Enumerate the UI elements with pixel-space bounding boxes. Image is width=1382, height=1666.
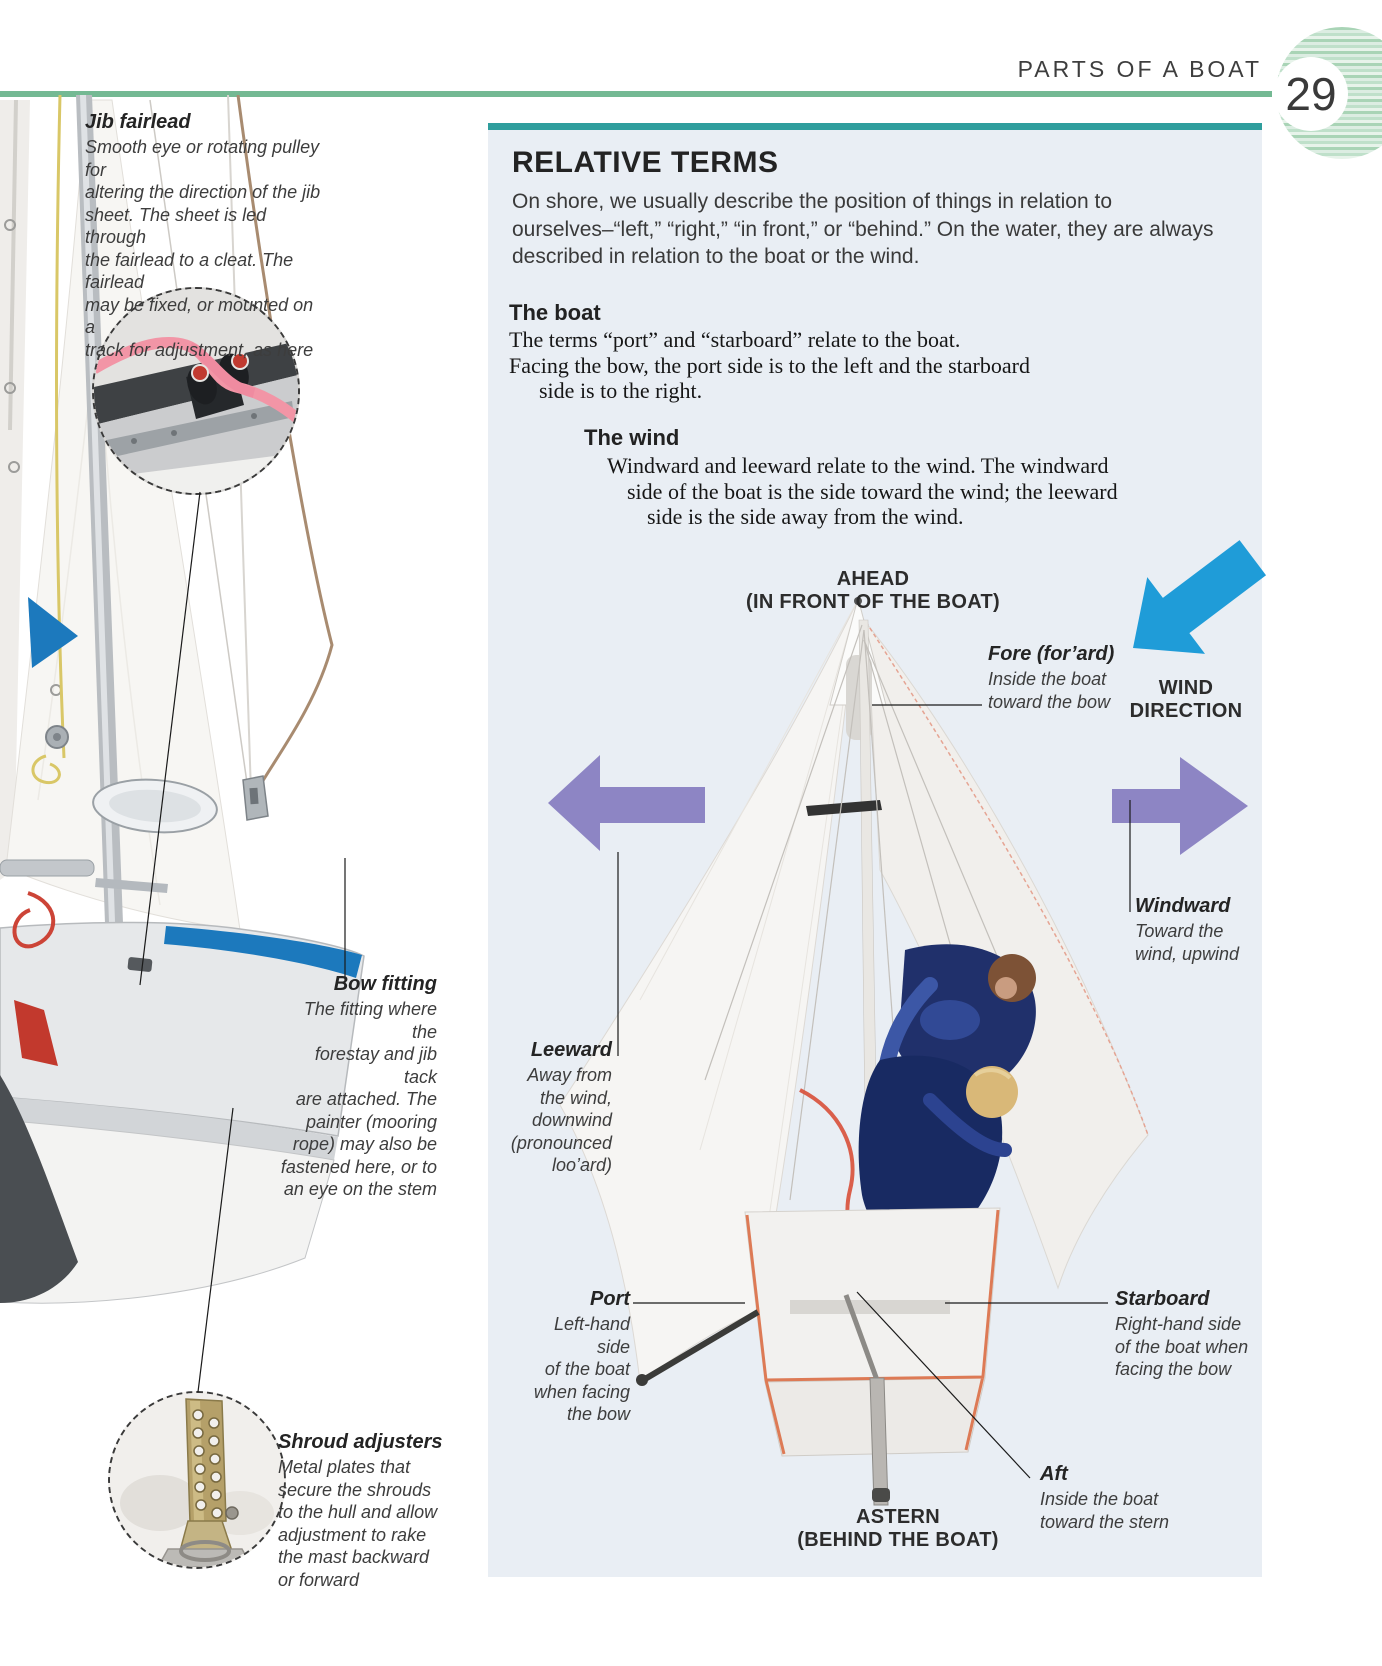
leeward-body: Away from the wind, downwind (pronounced… [510,1065,612,1175]
wind-paragraph: Windward and leeward relate to the wind.… [607,453,1118,530]
boat-paragraph: The terms “port” and “starboard” relate … [509,327,1030,404]
cockpit [744,1207,1001,1383]
hull-side [0,1119,335,1304]
shroud-adjuster-photo [108,1391,286,1569]
panel-title: RELATIVE TERMS [512,146,779,179]
wind-line: side is the side away from the wind. [647,504,964,529]
fore-title: Fore (for’ard) [988,643,1115,665]
boat-heading: The boat [509,300,601,325]
aft-title: Aft [1040,1463,1068,1485]
panel-intro: On shore, we usually describe the positi… [512,190,1214,268]
fore-body: Inside the boat toward the bow [988,669,1111,712]
port-body: Left-hand side of the boat when facing t… [533,1314,630,1424]
jib-fairlead-caption: Jib fairlead Smooth eye or rotating pull… [85,110,325,361]
windward-title: Windward [1135,895,1231,917]
starboard-body: Right-hand side of the boat when facing … [1115,1314,1249,1379]
starboard-title: Starboard [1115,1288,1210,1310]
windward-caption: Windward Toward the wind, upwind [1135,894,1265,965]
aft-caption: Aft Inside the boat toward the stern [1040,1462,1200,1533]
wind-line: Windward and leeward relate to the wind.… [607,453,1109,478]
boat-line: side is to the right. [539,378,703,403]
port-title: Port [590,1288,630,1310]
header-rule [0,91,1272,97]
leeward-caption: Leeward Away from the wind, downwind (pr… [462,1038,612,1177]
jib-fairlead-title: Jib fairlead [85,111,191,133]
jib-fairlead-body: Smooth eye or rotating pulley for alteri… [85,137,321,360]
crew-crew [858,1055,1003,1247]
dinghy-photo [559,596,1149,1506]
fore-caption: Fore (for’ard) Inside the boat toward th… [988,642,1138,713]
leeward-title: Leeward [530,1039,612,1061]
port-caption: Port Left-hand side of the boat when fac… [518,1287,630,1426]
bow-fitting-title: Bow fitting [333,973,437,995]
shroud-adjusters-caption: Shroud adjusters Metal plates that secur… [278,1430,453,1591]
shroud-adjuster-photo-art [110,1393,284,1567]
shroud-adjusters-body: Metal plates that secure the shrouds to … [278,1457,438,1590]
bow-fitting-body: The fitting where the forestay and jib t… [280,999,437,1199]
sheer-stripe [164,926,362,978]
boat-line: Facing the bow, the port side is to the … [509,352,1030,378]
bow-fitting-caption: Bow fitting The fitting where the forest… [277,972,437,1201]
far-sail [0,100,30,880]
page-number-badge: 29 [1274,57,1348,131]
wind-heading: The wind [584,425,680,450]
section-title: PARTS OF A BOAT [1017,56,1262,82]
boat-line: The terms “port” and “starboard” relate … [509,327,961,352]
windward-body: Toward the wind, upwind [1135,921,1240,964]
wind-direction-label: WIND DIRECTION [1129,677,1243,722]
page-number: 29 [1285,68,1337,120]
starboard-caption: Starboard Right-hand side of the boat wh… [1115,1287,1265,1381]
shroud-adjusters-title: Shroud adjusters [278,1431,443,1453]
forestay-rope [236,95,334,797]
ahead-label: AHEAD (IN FRONT OF THE BOAT) [746,568,1000,613]
halyard-rope [55,95,66,759]
spreader [806,800,882,816]
astern-label: ASTERN (BEHIND THE BOAT) [797,1506,999,1551]
wind-line: side of the boat is the side toward the … [627,478,1118,504]
aft-body: Inside the boat toward the stern [1040,1489,1170,1532]
jib-sail [559,599,859,1383]
